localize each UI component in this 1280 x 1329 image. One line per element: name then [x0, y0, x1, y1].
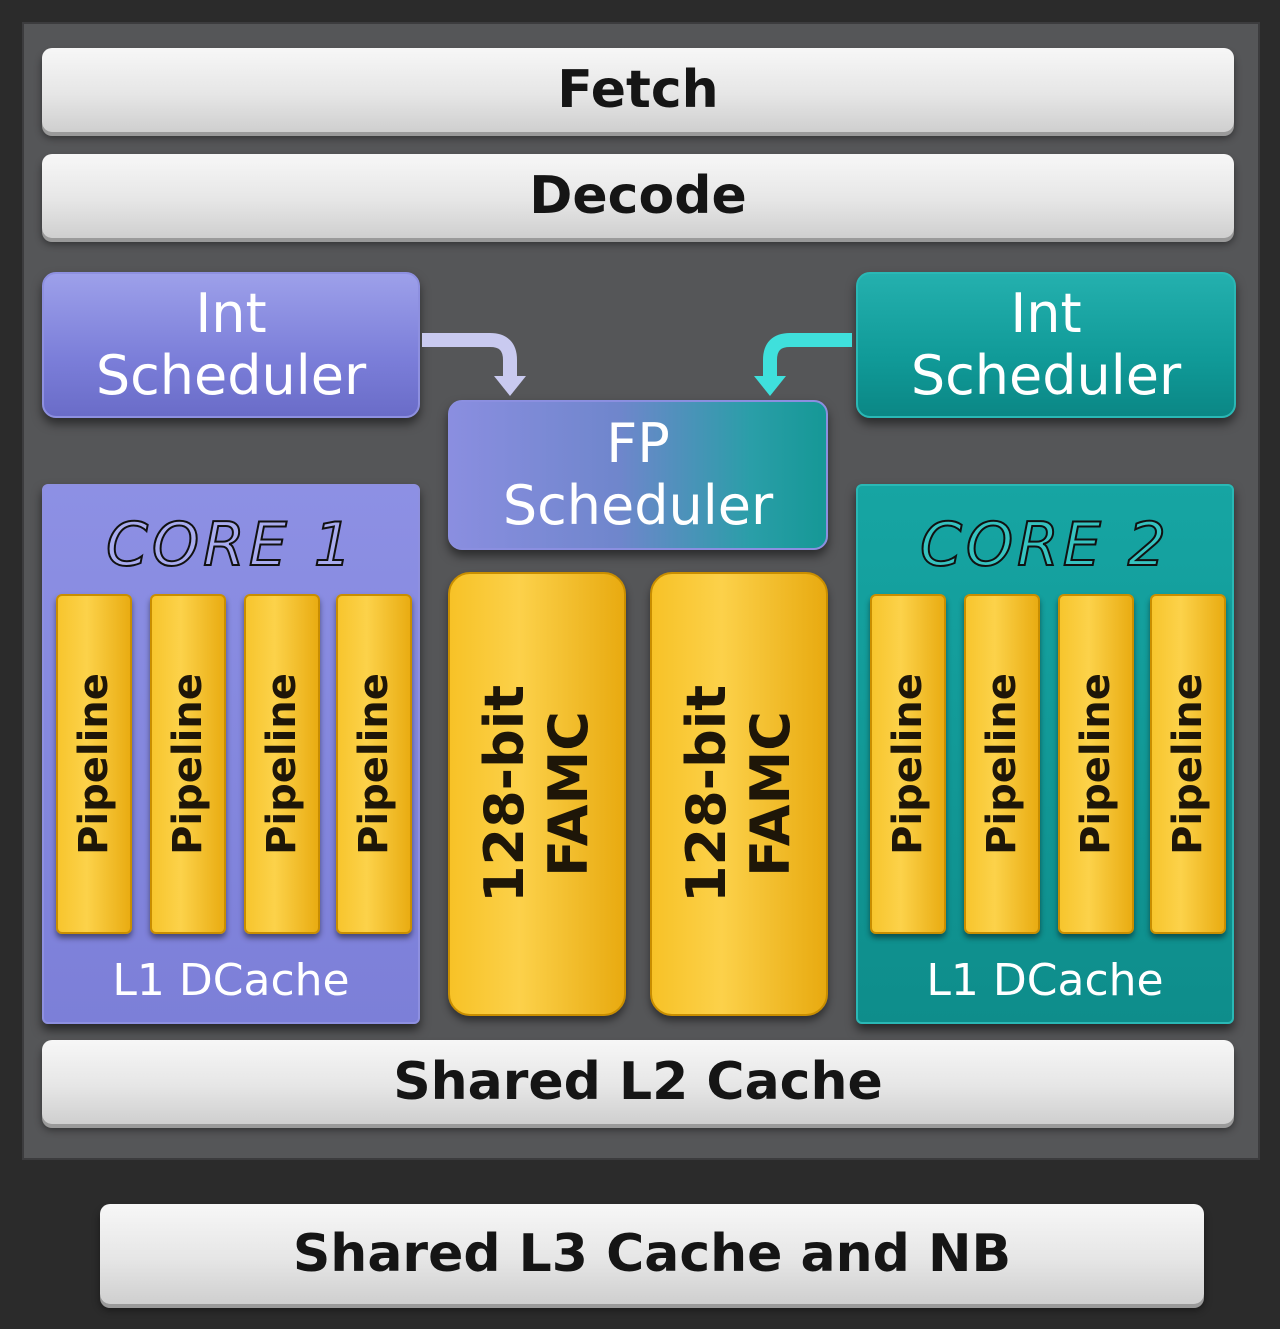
fp-scheduler: FP Scheduler — [448, 400, 828, 550]
pipeline-label: Pipeline — [979, 673, 1026, 855]
int-scheduler-core2-line1: Int — [1010, 282, 1082, 345]
core1-pipeline-3: Pipeline — [244, 594, 320, 934]
shared-l3-cache-nb: Shared L3 Cache and NB — [100, 1204, 1204, 1304]
int-scheduler-core1-line1: Int — [195, 282, 267, 345]
fetch-label: Fetch — [557, 60, 719, 120]
core1-l1-dcache: L1 DCache — [112, 955, 350, 1006]
int-scheduler-core1: Int Scheduler — [42, 272, 420, 418]
pipeline-label: Pipeline — [259, 673, 306, 855]
pipeline-label: Pipeline — [1073, 673, 1120, 855]
pipeline-label: Pipeline — [71, 673, 118, 855]
core2-l1-dcache: L1 DCache — [926, 955, 1164, 1006]
int-scheduler-core1-line2: Scheduler — [95, 344, 367, 407]
fp-scheduler-line1: FP — [606, 412, 670, 475]
left-arrow — [422, 333, 526, 396]
decode-stage: Decode — [42, 154, 1234, 238]
l3-label: Shared L3 Cache and NB — [292, 1224, 1012, 1284]
pipeline-label: Pipeline — [1165, 673, 1212, 855]
fp-scheduler-line2: Scheduler — [502, 474, 774, 537]
pipeline-label: Pipeline — [351, 673, 398, 855]
core1-pipeline-4: Pipeline — [336, 594, 412, 934]
core2-pipeline-1: Pipeline — [870, 594, 946, 934]
famc-2-line2: FAMC — [739, 711, 803, 877]
core2-pipeline-3: Pipeline — [1058, 594, 1134, 934]
famc-1-line1: 128-bit — [473, 684, 537, 904]
fetch-stage: Fetch — [42, 48, 1234, 132]
famc-2-line1: 128-bit — [675, 684, 739, 904]
core1-pipeline-1: Pipeline — [56, 594, 132, 934]
core2-pipeline-2: Pipeline — [964, 594, 1040, 934]
shared-l2-cache: Shared L2 Cache — [42, 1040, 1234, 1124]
core2-pipeline-4: Pipeline — [1150, 594, 1226, 934]
right-arrow — [754, 333, 852, 396]
int-scheduler-core2: Int Scheduler — [856, 272, 1236, 418]
int-scheduler-core2-line2: Scheduler — [910, 344, 1182, 407]
core1-title: CORE 1 — [105, 509, 356, 581]
famc-unit-2: 128-bit FAMC — [650, 572, 828, 1016]
core2-title: CORE 2 — [919, 509, 1170, 581]
decode-label: Decode — [529, 166, 747, 226]
core2-block: CORE 2 Pipeline Pipeline Pipeline Pipeli… — [856, 484, 1234, 1024]
famc-1-line2: FAMC — [537, 711, 601, 877]
core1-pipeline-2: Pipeline — [150, 594, 226, 934]
pipeline-label: Pipeline — [165, 673, 212, 855]
famc-unit-1: 128-bit FAMC — [448, 572, 626, 1016]
core1-block: CORE 1 Pipeline Pipeline Pipeline Pipeli… — [42, 484, 420, 1024]
pipeline-label: Pipeline — [885, 673, 932, 855]
l2-label: Shared L2 Cache — [393, 1052, 883, 1112]
